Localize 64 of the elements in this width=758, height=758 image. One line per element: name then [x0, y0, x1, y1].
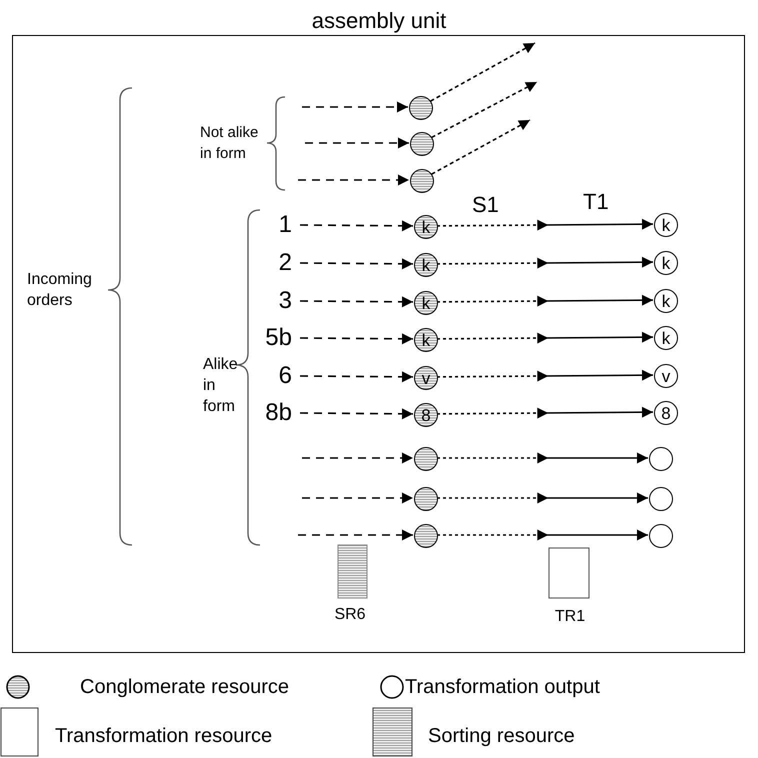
arrow: [302, 102, 408, 112]
arrow: [431, 119, 530, 175]
conglomerate-resource-circle: [409, 96, 433, 120]
conglomerate-resource-circle: k: [414, 253, 438, 277]
stage-label: T1: [583, 190, 610, 214]
conglomerate-resource-circle: k: [414, 328, 438, 352]
order-number: 5b: [265, 326, 292, 350]
arrow: [431, 81, 538, 138]
arrow: [437, 406, 653, 418]
arrow: [298, 530, 413, 540]
conglomerate-resource-circle: [410, 169, 434, 193]
arrow: [300, 333, 413, 344]
transformation-output-circle: k: [654, 213, 678, 237]
arrow: [437, 370, 653, 382]
arrow: [437, 218, 653, 230]
arrow: [305, 138, 409, 148]
order-number: 6: [278, 364, 292, 388]
transformation-output-circle: k: [654, 289, 678, 313]
resource-label: SR6: [333, 605, 367, 625]
arrow: [437, 294, 653, 306]
assembly-unit-frame: [12, 35, 745, 653]
transformation-output-circle: [649, 524, 673, 548]
conglomerate-resource-circle: 8: [414, 403, 438, 427]
arrow: [437, 332, 653, 344]
group-label: Incoming orders: [27, 270, 93, 311]
transformation-output-circle: k: [654, 251, 678, 275]
legend-label: Transformation resource: [55, 724, 272, 748]
stage-label: S1: [472, 193, 500, 217]
conglomerate-resource-circle: v: [414, 366, 438, 390]
legend-label: Conglomerate resource: [80, 675, 289, 699]
conglomerate-resource-circle: [414, 447, 438, 471]
legend-label: Sorting resource: [428, 724, 575, 748]
transformation-output-circle: k: [654, 326, 678, 350]
arrow: [430, 42, 536, 102]
resource-label: TR1: [554, 607, 586, 627]
transformation-output-circle: [649, 447, 673, 471]
transformation-output-circle: [649, 487, 673, 511]
arrow: [298, 174, 409, 186]
order-number: 2: [278, 251, 292, 275]
arrow: [300, 408, 413, 420]
conglomerate-resource-circle: k: [414, 291, 438, 315]
arrow: [300, 220, 413, 232]
arrow: [437, 492, 648, 504]
transformation-output-circle: v: [654, 364, 678, 388]
arrow: [437, 530, 648, 540]
conglomerate-resource-circle: [414, 524, 438, 548]
group-label: Alike in form: [203, 355, 239, 417]
conglomerate-resource-circle: k: [414, 215, 438, 239]
arrow: [302, 452, 413, 464]
arrow: [300, 296, 413, 308]
conglomerate-resource-circle: [410, 132, 434, 156]
diagram-title: assembly unit: [310, 8, 448, 34]
legend-label: Transformation output: [405, 675, 600, 699]
conglomerate-resource-circle: [414, 487, 438, 511]
order-number: 8b: [265, 401, 292, 425]
group-label: Not alike in form: [200, 123, 260, 164]
order-number: 1: [278, 213, 292, 237]
arrow: [300, 258, 413, 270]
arrow: [302, 492, 413, 504]
arrow: [437, 256, 653, 268]
arrow: [300, 371, 413, 382]
order-number: 3: [278, 289, 292, 313]
arrow: [437, 452, 648, 464]
transformation-output-circle: 8: [654, 401, 678, 425]
